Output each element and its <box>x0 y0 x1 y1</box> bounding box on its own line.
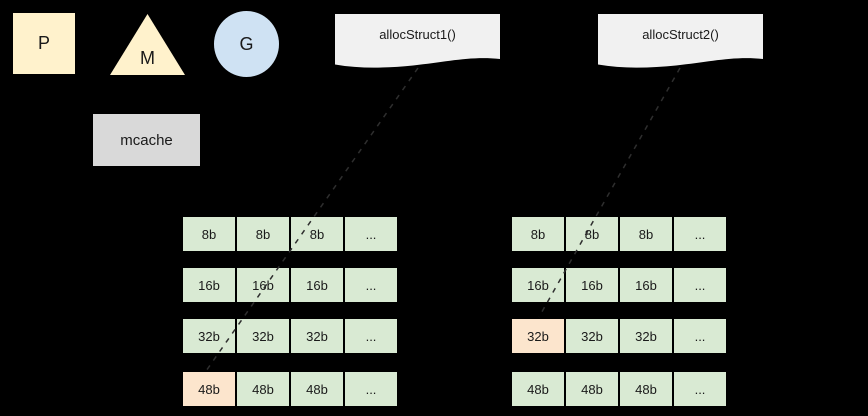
mcache-node-label: mcache <box>120 131 173 149</box>
size-class-cell: 32b <box>236 318 290 354</box>
size-class-cell: 32b <box>619 318 673 354</box>
document-shape-icon <box>335 14 500 68</box>
size-class-cell: ... <box>344 267 398 303</box>
size-class-cell: 48b <box>182 371 236 407</box>
size-class-cell: 32b <box>511 318 565 354</box>
size-class-cell: 8b <box>290 216 344 252</box>
size-class-cell: 8b <box>565 216 619 252</box>
document-shape-icon <box>598 14 763 68</box>
size-class-cell: 16b <box>565 267 619 303</box>
table-row: 32b 32b 32b ... <box>182 318 398 354</box>
m-node-label: M <box>140 48 155 68</box>
size-class-cell: ... <box>344 318 398 354</box>
size-class-cell: 8b <box>619 216 673 252</box>
size-class-cell: 48b <box>619 371 673 407</box>
size-class-cell: 48b <box>565 371 619 407</box>
size-class-cell: 8b <box>236 216 290 252</box>
size-class-cell: 32b <box>565 318 619 354</box>
g-node-label: G <box>239 33 254 54</box>
allocstruct1-shape: allocStruct1() <box>335 14 500 69</box>
allocstruct2-label: allocStruct2() <box>642 26 719 42</box>
size-class-cell: 16b <box>619 267 673 303</box>
table-row: 8b 8b 8b ... <box>511 216 727 252</box>
size-class-cell: 48b <box>236 371 290 407</box>
size-class-cell: 8b <box>511 216 565 252</box>
table-row: 32b 32b 32b ... <box>511 318 727 354</box>
p-node-label: P <box>37 33 50 53</box>
size-class-cell: 32b <box>182 318 236 354</box>
size-class-cell: ... <box>673 371 727 407</box>
g-node: G <box>214 11 279 77</box>
size-class-cell: 16b <box>290 267 344 303</box>
table-row: 8b 8b 8b ... <box>182 216 398 252</box>
size-class-cell: ... <box>673 216 727 252</box>
size-class-cell: 16b <box>182 267 236 303</box>
size-class-cell: 32b <box>290 318 344 354</box>
size-class-cell: 8b <box>182 216 236 252</box>
size-class-cell: 16b <box>511 267 565 303</box>
m-node: M <box>110 14 185 75</box>
size-class-cell: ... <box>344 216 398 252</box>
size-class-cell: ... <box>344 371 398 407</box>
allocstruct1-label: allocStruct1() <box>379 26 456 42</box>
table-row: 48b 48b 48b ... <box>182 371 398 407</box>
size-class-cell: 16b <box>236 267 290 303</box>
p-node: P <box>13 13 75 74</box>
size-class-cell: 48b <box>511 371 565 407</box>
size-class-cell: ... <box>673 318 727 354</box>
allocstruct2-shape: allocStruct2() <box>598 14 763 69</box>
mcache-node: mcache <box>93 114 200 166</box>
table-row: 16b 16b 16b ... <box>511 267 727 303</box>
table-row: 48b 48b 48b ... <box>511 371 727 407</box>
table-row: 16b 16b 16b ... <box>182 267 398 303</box>
size-class-cell: 48b <box>290 371 344 407</box>
size-class-cell: ... <box>673 267 727 303</box>
